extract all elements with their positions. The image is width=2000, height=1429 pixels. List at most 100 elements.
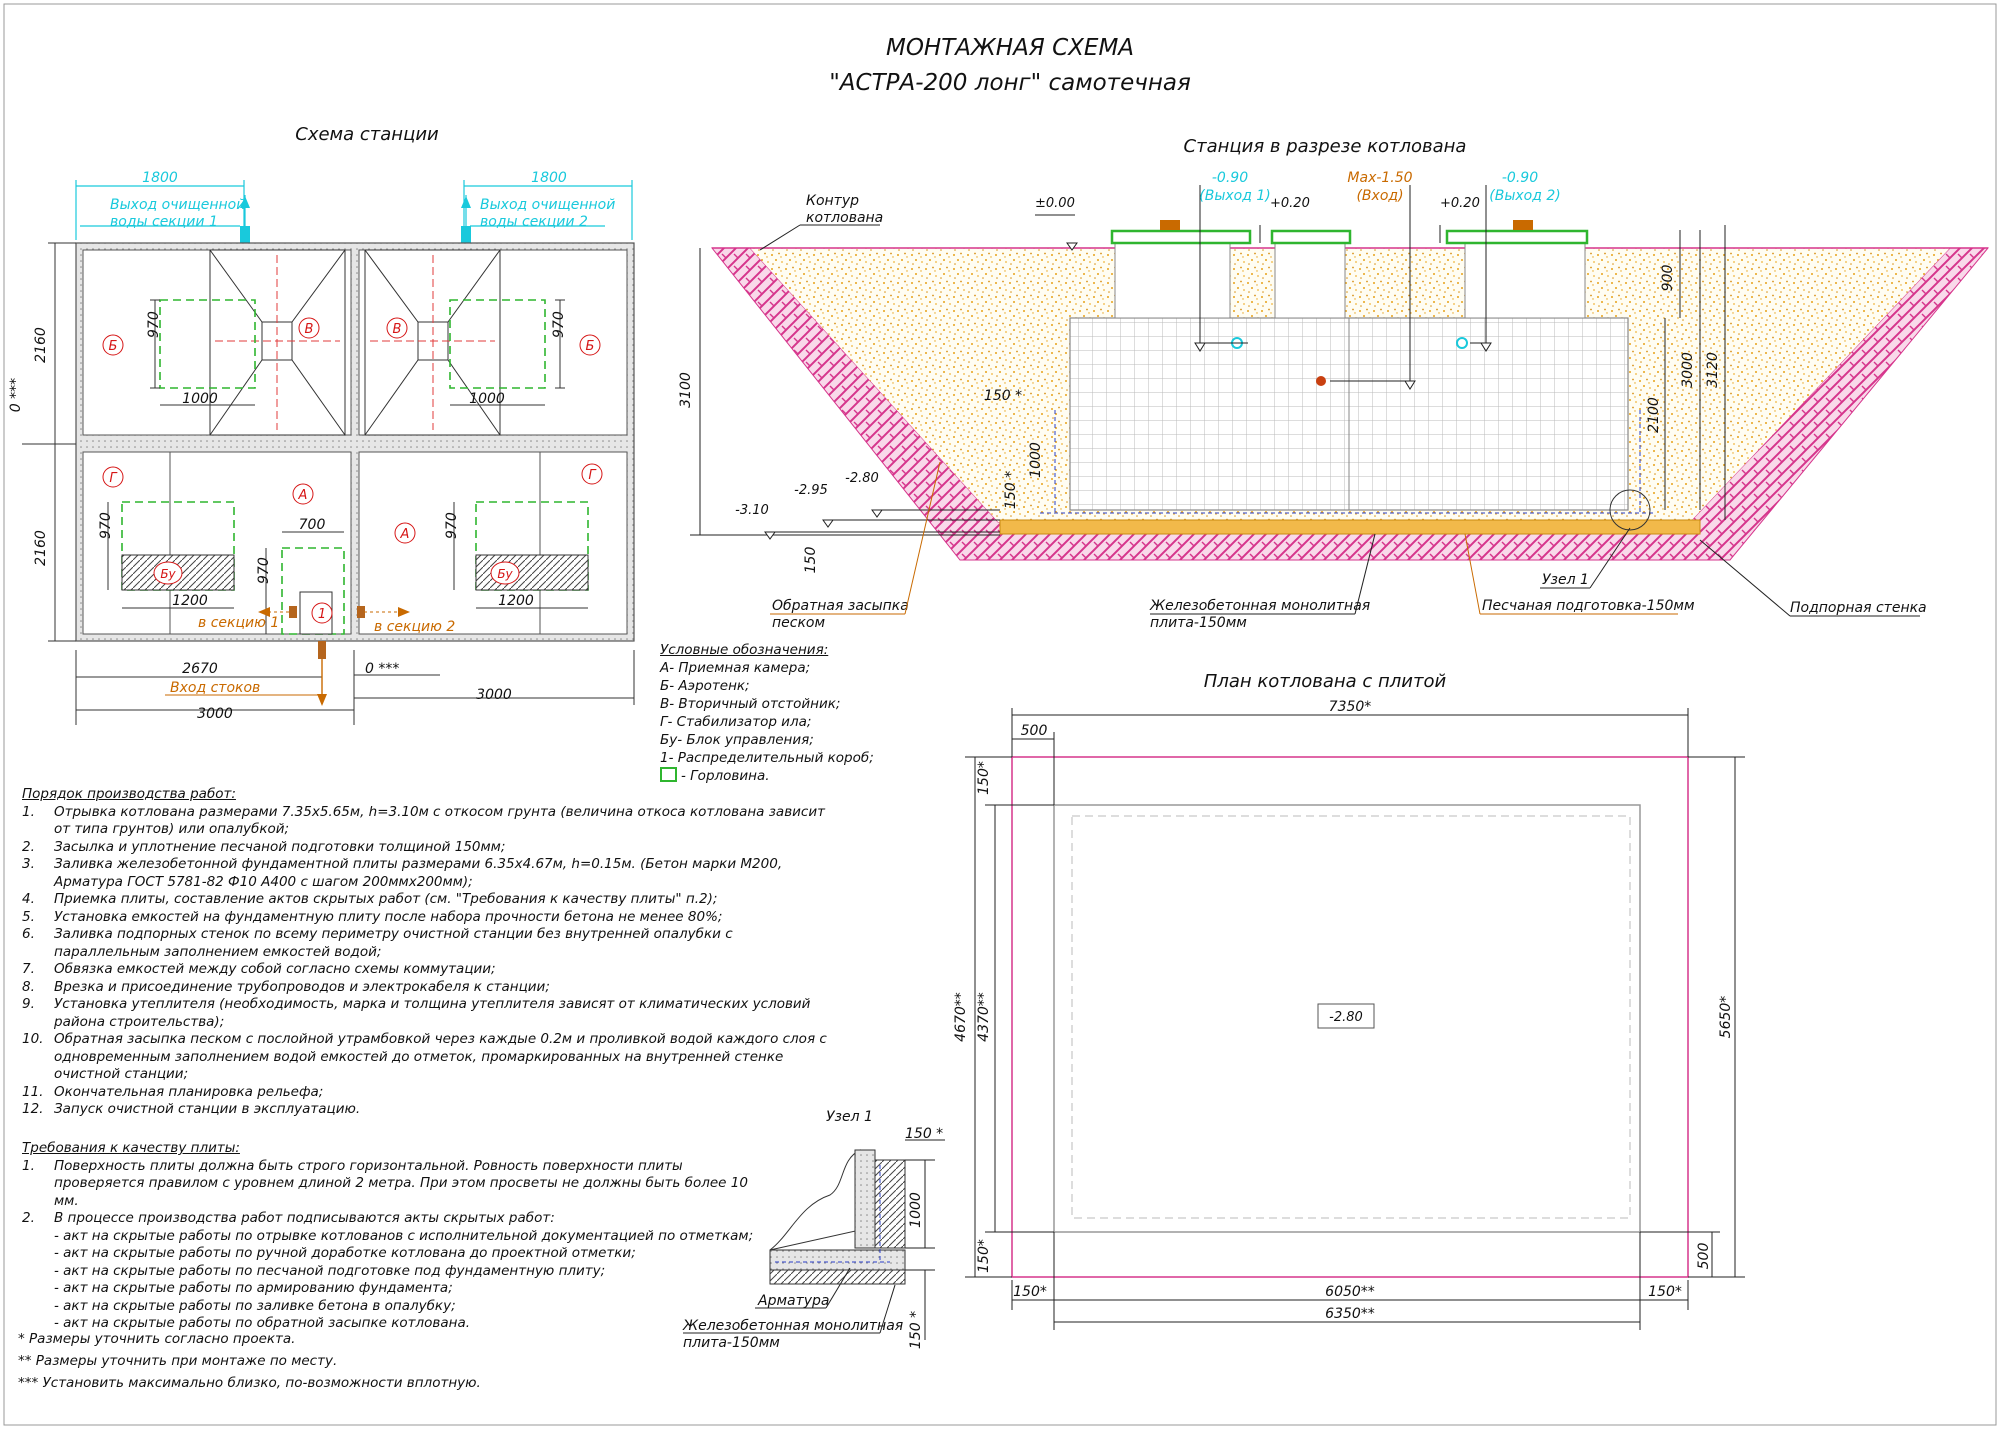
act-item: - акт на скрытые работы по заливке бетон… bbox=[54, 1297, 456, 1314]
label-bu-right: Бу bbox=[497, 567, 513, 581]
zero-bottom: 0 *** bbox=[365, 661, 399, 677]
dim-500-right: 500 bbox=[1696, 1243, 1712, 1270]
lid-2 bbox=[1445, 229, 1589, 245]
outlet-1-arrow-icon bbox=[240, 196, 250, 208]
legend-hatch-label: - Горловина. bbox=[681, 768, 770, 784]
dim-5650: 5650* bbox=[1718, 996, 1734, 1039]
dim-150-top: 150* bbox=[976, 761, 992, 795]
dim-7350: 7350* bbox=[1329, 699, 1372, 715]
station-scheme: Схема станции 1800 1800 Выход очищенной … bbox=[8, 124, 635, 725]
level-310: -3.10 bbox=[735, 503, 769, 518]
legend: Условные обозначения: А- Приемная камера… bbox=[660, 641, 874, 785]
dim-970-d: 970 bbox=[444, 512, 460, 539]
outlet-1-line-2: воды секции 1 bbox=[110, 214, 218, 230]
act-item: - акт на скрытые работы по армированию ф… bbox=[54, 1280, 453, 1296]
node-1-dim-150-top: 150 * bbox=[905, 1126, 943, 1142]
pit-plan: План котлована с плитой -2.80 7350* 500 … bbox=[953, 671, 1745, 1330]
node-1-slab-line-1: Железобетонная монолитная bbox=[682, 1318, 903, 1334]
procedure-item: 8.Врезка и присоединение трубопроводов и… bbox=[22, 978, 550, 995]
to-section-2-arrow-icon bbox=[398, 607, 410, 617]
plan-title: План котлована с плитой bbox=[1204, 671, 1447, 692]
outlet-2-line-1: Выход очищенной bbox=[480, 197, 615, 213]
procedure-item: 11.Окончательная планировка рельефа; bbox=[22, 1083, 324, 1100]
level-020-b: +0.20 bbox=[1440, 196, 1480, 211]
dim-2160-top: 2160 bbox=[33, 327, 49, 363]
legend-item: 1- Распределительный короб; bbox=[660, 750, 874, 766]
lid-inlet bbox=[1270, 229, 1352, 245]
dim-2100: 2100 bbox=[1646, 397, 1662, 433]
dim-1000-section: 1000 bbox=[1028, 442, 1044, 478]
dim-1800-left: 1800 bbox=[142, 170, 178, 186]
dim-1800-right: 1800 bbox=[531, 170, 567, 186]
procedure-item: 4.Приемка плиты, составление актов скрыт… bbox=[22, 891, 718, 907]
procedure-item: 5.Установка емкостей на фундаментную пли… bbox=[22, 908, 723, 925]
dim-970-a: 970 bbox=[146, 311, 162, 338]
pit-outline bbox=[1011, 756, 1689, 1278]
pit-section: Станция в разрезе котлована bbox=[678, 136, 1990, 631]
sand-bed bbox=[999, 519, 1701, 535]
backfill-line-2: песком bbox=[772, 615, 825, 631]
act-item: - акт на скрытые работы по обратной засы… bbox=[54, 1315, 471, 1331]
outlet-1-pipe bbox=[240, 226, 250, 244]
procedure-item: 2.Засылка и уплотнение песчаной подготов… bbox=[22, 838, 506, 855]
dim-500-top: 500 bbox=[1021, 723, 1048, 739]
out2-level: -0.90 bbox=[1502, 170, 1538, 186]
dim-900: 900 bbox=[1660, 265, 1676, 292]
outlet-1-line-1: Выход очищенной bbox=[110, 197, 245, 213]
label-b-left: Б bbox=[109, 339, 118, 354]
contour-line-2: котлована bbox=[806, 210, 883, 226]
dim-150-bot-r: 150* bbox=[1648, 1284, 1682, 1300]
node-1-rebar: Арматура bbox=[757, 1293, 830, 1309]
procedure-item: 3.Заливка железобетонной фундаментной пл… bbox=[22, 856, 783, 890]
node-1-sand bbox=[769, 1269, 906, 1285]
procedure-item: 9.Установка утеплителя (необходимость, м… bbox=[22, 996, 811, 1030]
outlet-2-line-2: воды секции 2 bbox=[480, 214, 588, 230]
wall-label: Подпорная стенка bbox=[1790, 600, 1927, 616]
label-g-left: Г bbox=[109, 471, 118, 486]
requirement-item: 2.В процессе производства работ подписыв… bbox=[22, 1210, 555, 1226]
section-title: Станция в разрезе котлована bbox=[1184, 136, 1467, 157]
dim-150-bl: 150* bbox=[976, 1239, 992, 1273]
level-280: -2.80 bbox=[845, 471, 879, 486]
footnote: ** Размеры уточнить при монтаже по месту… bbox=[18, 1353, 338, 1369]
requirement-item: 1.Поверхность плиты должна быть строго г… bbox=[22, 1157, 748, 1209]
dim-3000-section: 3000 bbox=[1680, 352, 1696, 388]
dim-970-e: 970 bbox=[256, 557, 272, 584]
level-020-a: +0.20 bbox=[1270, 196, 1310, 211]
label-a-right: А bbox=[400, 527, 410, 542]
dim-2670: 2670 bbox=[182, 661, 218, 677]
dim-150-bottom: 150 bbox=[803, 547, 819, 574]
dim-1000-b: 1000 bbox=[469, 391, 505, 407]
requirements: Требования к качеству плиты: 1.Поверхнос… bbox=[22, 1140, 762, 1333]
node-1-slab-line-2: плита-150мм bbox=[683, 1335, 780, 1351]
outlet-2-pipe bbox=[461, 226, 471, 244]
node-1-circle bbox=[1609, 489, 1651, 531]
neck-inlet bbox=[1274, 239, 1346, 319]
dim-3000-b: 3000 bbox=[476, 687, 512, 703]
inlet-pipe bbox=[318, 641, 326, 659]
node-1-slab bbox=[769, 1249, 906, 1271]
dim-6050: 6050** bbox=[1325, 1284, 1375, 1300]
legend-item: Б- Аэротенк; bbox=[660, 678, 750, 694]
node-1-dim-150-bottom: 150 * bbox=[908, 1311, 924, 1349]
dim-1200-b: 1200 bbox=[498, 593, 534, 609]
to-section-2: в секцию 2 bbox=[374, 619, 455, 635]
lid-1 bbox=[1110, 229, 1252, 245]
act-item: - акт на скрытые работы по отрывке котло… bbox=[54, 1227, 754, 1244]
dim-970-c: 970 bbox=[98, 512, 114, 539]
legend-item-hatch: - Горловина. bbox=[660, 767, 874, 785]
out2-label: (Выход 2) bbox=[1489, 188, 1560, 204]
label-v-right: В bbox=[393, 322, 402, 337]
footnotes: * Размеры уточнить согласно проекта. ** … bbox=[18, 1328, 481, 1394]
level-295: -2.95 bbox=[794, 483, 828, 498]
act-item: - акт на скрытые работы по песчаной подг… bbox=[54, 1262, 606, 1279]
station-scheme-title: Схема станции bbox=[295, 124, 439, 145]
plan-level-box bbox=[1317, 1003, 1375, 1029]
dim-4670: 4670** bbox=[953, 992, 969, 1042]
station-footprint bbox=[1071, 815, 1631, 1219]
node-1-title: Узел 1 bbox=[826, 1109, 873, 1125]
neck-1 bbox=[1114, 239, 1231, 319]
dim-4370: 4370** bbox=[976, 992, 992, 1042]
slab-line-2: плита-150мм bbox=[1150, 615, 1247, 631]
to-section-1: в секцию 1 bbox=[198, 615, 279, 631]
